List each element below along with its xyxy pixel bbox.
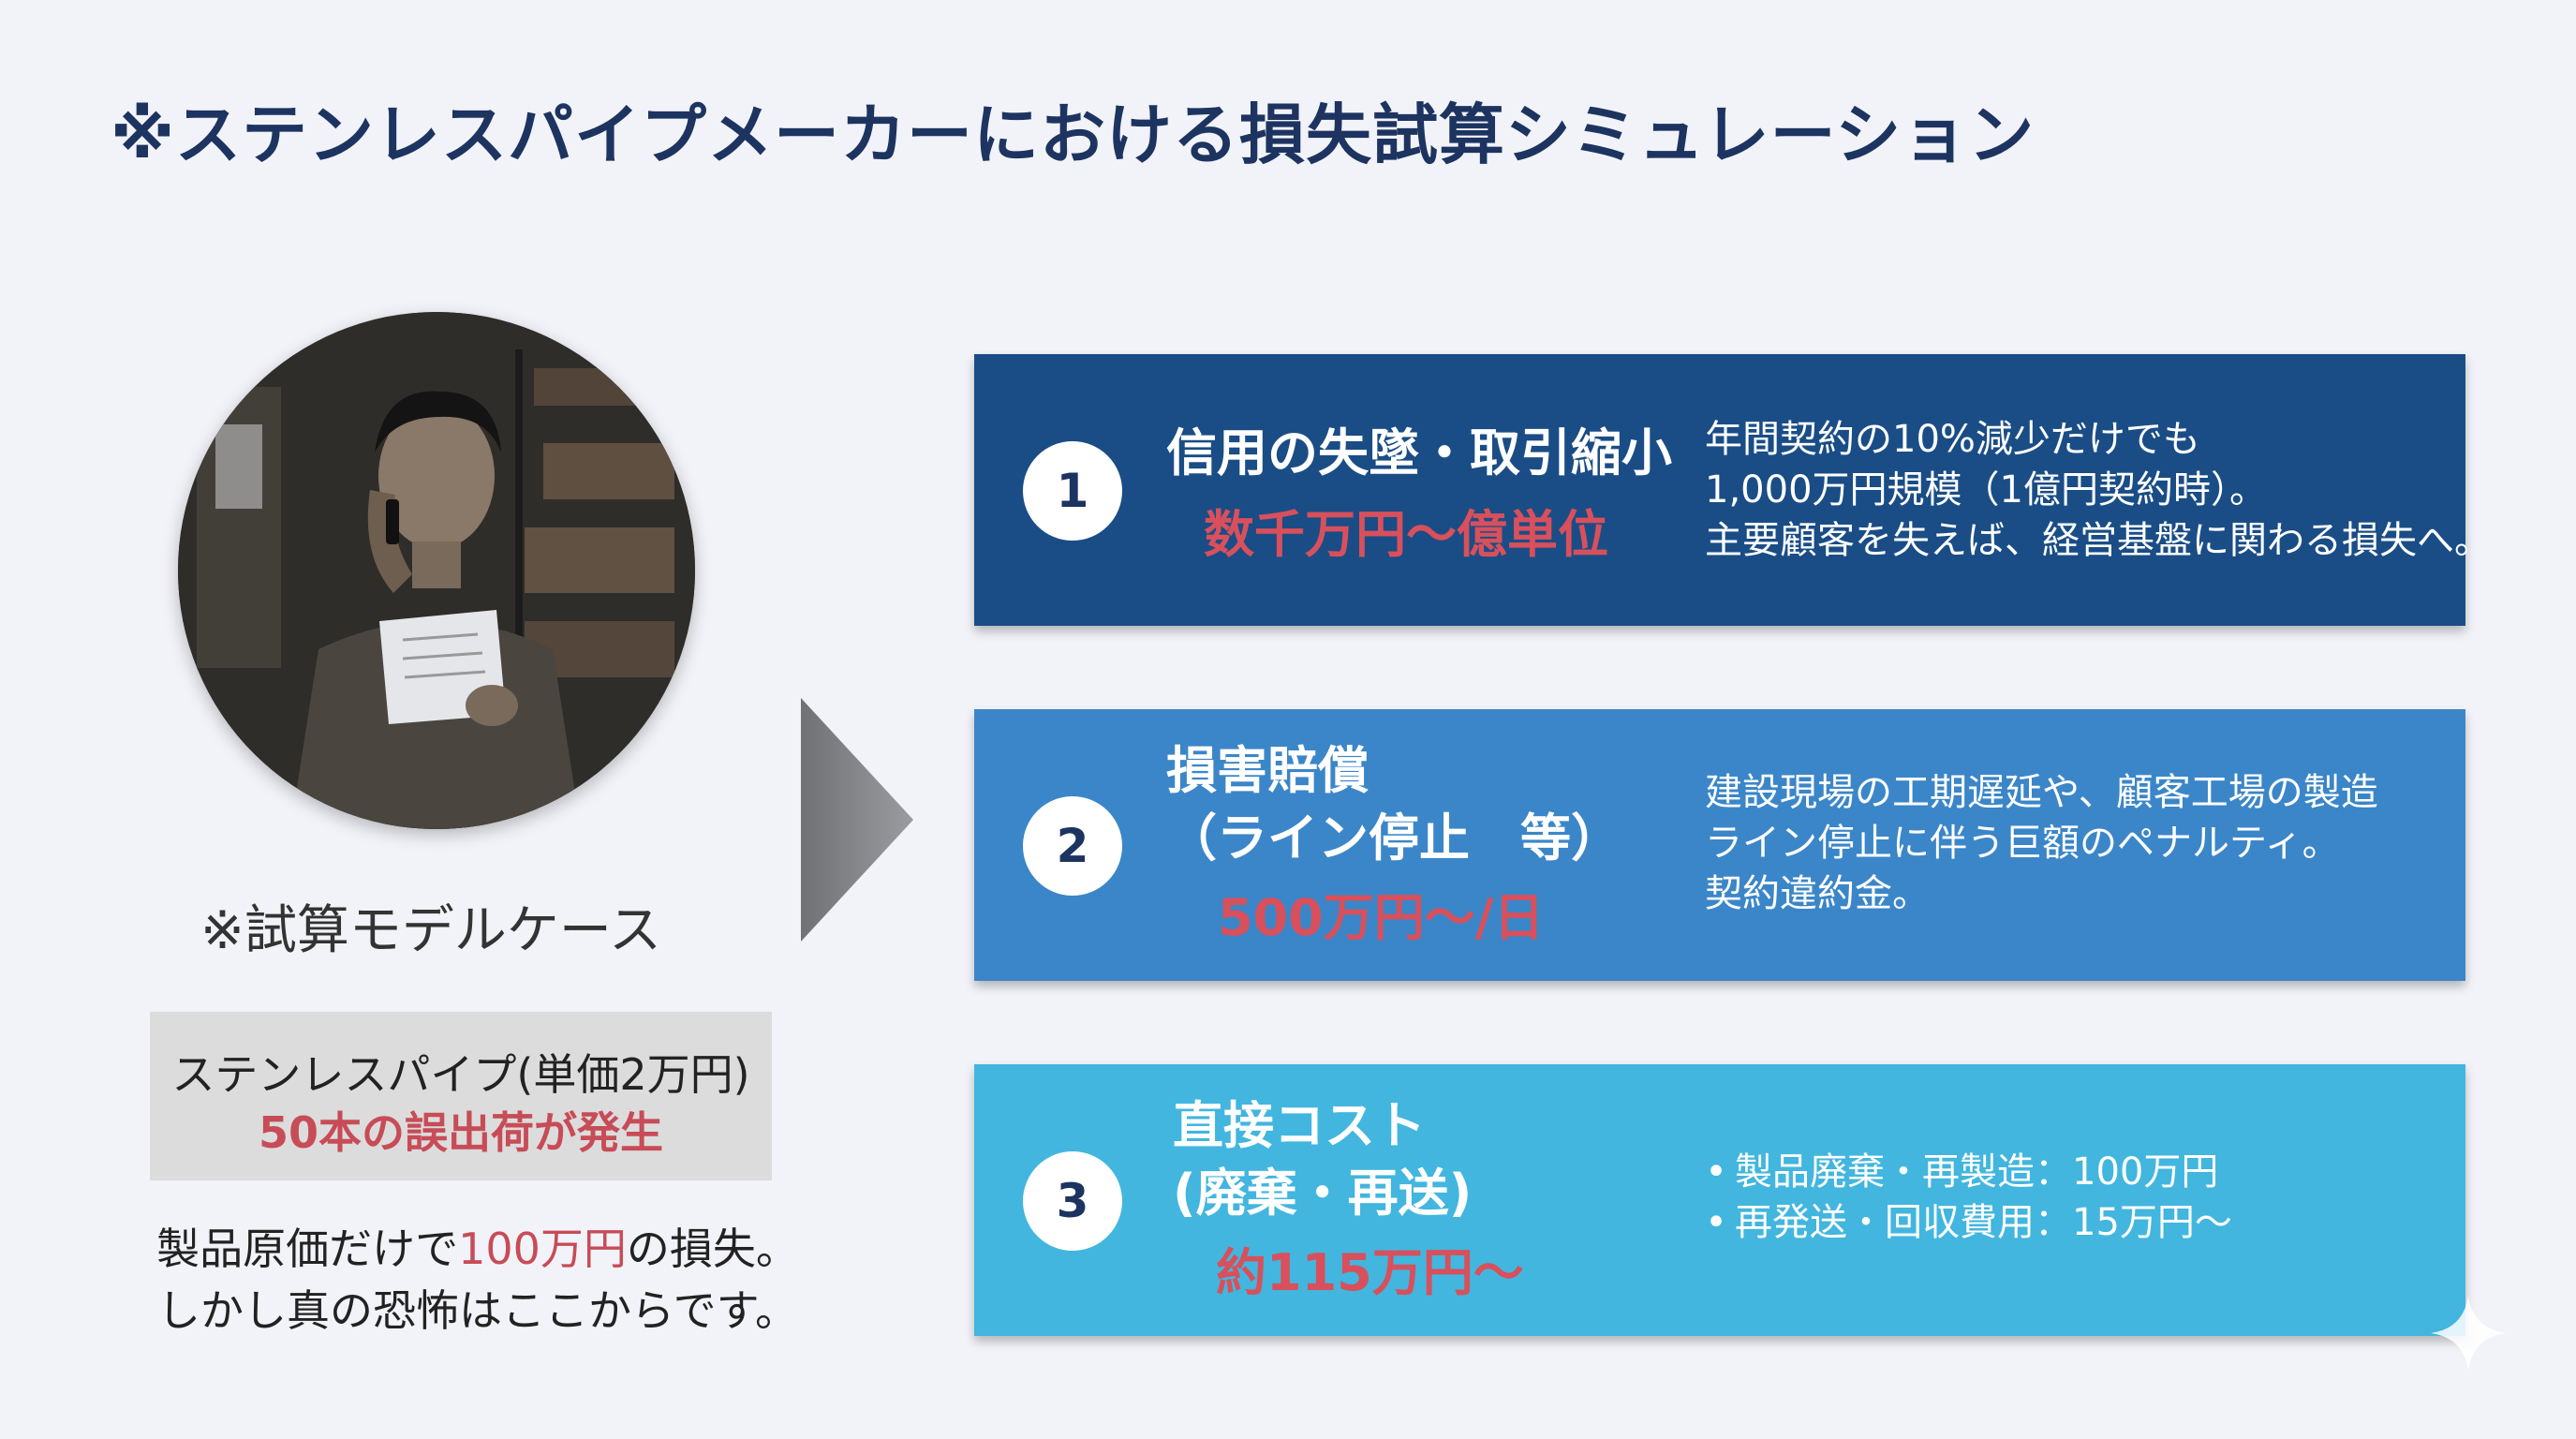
summary-post: の損失。 bbox=[626, 1224, 799, 1274]
card-title-line: (廃棄・再送) bbox=[1173, 1164, 1473, 1223]
card-description: 年間契約の10%減少だけでも 1,000万円規模（1億円契約時）。 主要顧客を失… bbox=[1705, 414, 2492, 566]
summary-line-2: しかし真の恐怖はここからです。 bbox=[156, 1285, 799, 1336]
list-item: 製品廃棄・再製造：100万円 bbox=[1697, 1147, 2232, 1197]
card-number-badge: 3 bbox=[1023, 1151, 1122, 1251]
card-title-line: 直接コスト bbox=[1173, 1096, 1426, 1155]
loss-card-credit: 1 信用の失墜・取引縮小 数千万円〜億単位 年間契約の10%減少だけでも 1,0… bbox=[974, 354, 2492, 626]
card-amount: 数千万円〜億単位 bbox=[1204, 505, 1608, 564]
case-detail-box: ステンレスパイプ(単価2万円) 50本の誤出荷が発生 bbox=[150, 1012, 772, 1180]
summary-amount: 100万円 bbox=[458, 1224, 627, 1274]
model-case-label: ※試算モデルケース bbox=[200, 900, 662, 961]
card-title: 損害賠償 （ライン停止 等） bbox=[1166, 737, 1621, 872]
card-title-line: 損害賠償 bbox=[1166, 741, 1369, 800]
sparkle-icon bbox=[2431, 1296, 2506, 1371]
worker-photo bbox=[178, 312, 695, 829]
loss-card-damages: 2 損害賠償 （ライン停止 等） 500万円〜/日 建設現場の工期遅延や、顧客工… bbox=[974, 709, 2465, 981]
case-incident-line: 50本の誤出荷が発生 bbox=[258, 1107, 663, 1158]
card-amount: 500万円〜/日 bbox=[1218, 888, 1545, 947]
worried-worker-on-phone-photo bbox=[178, 312, 695, 829]
card-description: 建設現場の工期遅延や、顧客工場の製造 ライン停止に伴う巨額のペナルティ。 契約違… bbox=[1705, 767, 2378, 919]
card-title: 信用の失墜・取引縮小 bbox=[1166, 423, 1672, 482]
card-amount: 約115万円〜 bbox=[1216, 1243, 1524, 1302]
card-description: 製品廃棄・再製造：100万円 再発送・回収費用：15万円〜 bbox=[1697, 1147, 2232, 1248]
card-desc-line: 1,000万円規模（1億円契約時）。 bbox=[1705, 468, 2267, 512]
page-title: ※ステンレスパイプメーカーにおける損失試算シミュレーション bbox=[111, 96, 2036, 173]
chevron-right-arrow-icon bbox=[801, 698, 913, 942]
loss-summary: 製品原価だけで100万円の損失。 しかし真の恐怖はここからです。 bbox=[141, 1218, 815, 1342]
case-product-line: ステンレスパイプ(単価2万円) bbox=[171, 1049, 750, 1100]
card-number-badge: 1 bbox=[1023, 441, 1122, 541]
card-desc-line: ライン停止に伴う巨額のペナルティ。 bbox=[1705, 822, 2340, 865]
card-number-badge: 2 bbox=[1023, 796, 1122, 896]
card-title-line: （ライン停止 等） bbox=[1166, 809, 1621, 868]
card-title: 直接コスト (廃棄・再送) bbox=[1173, 1092, 1472, 1227]
card-desc-line: 主要顧客を失えば、経営基盤に関わる損失へ。 bbox=[1705, 519, 2492, 562]
cost-bullet-list: 製品廃棄・再製造：100万円 再発送・回収費用：15万円〜 bbox=[1697, 1147, 2232, 1248]
card-desc-line: 契約違約金。 bbox=[1705, 872, 1930, 915]
card-desc-line: 年間契約の10%減少だけでも bbox=[1705, 418, 2200, 461]
summary-pre: 製品原価だけで bbox=[156, 1224, 459, 1274]
list-item: 再発送・回収費用：15万円〜 bbox=[1697, 1197, 2232, 1248]
summary-line-1: 製品原価だけで100万円の損失。 bbox=[141, 1218, 815, 1280]
card-desc-line: 建設現場の工期遅延や、顧客工場の製造 bbox=[1705, 771, 2378, 814]
loss-card-direct-cost: 3 直接コスト (廃棄・再送) 約115万円〜 製品廃棄・再製造：100万円 再… bbox=[974, 1064, 2465, 1336]
